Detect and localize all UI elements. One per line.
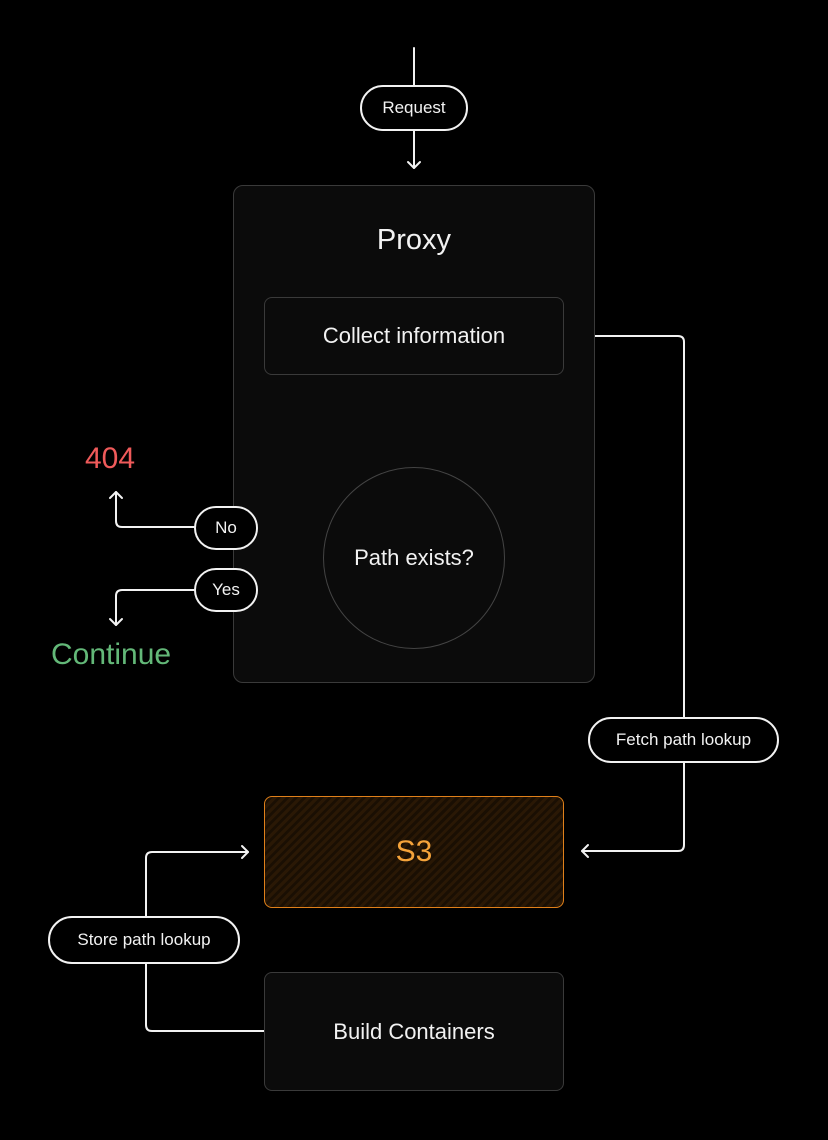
store-line [145, 851, 265, 1032]
s3-node: S3 [264, 796, 564, 908]
store-path-lookup-label: Store path lookup [77, 930, 211, 949]
path-exists-label: Path exists? [354, 545, 474, 570]
yes-label: Yes [212, 580, 240, 599]
build-containers-label: Build Containers [333, 1018, 495, 1044]
store-path-lookup-pill: Store path lookup [48, 916, 240, 964]
build-containers-node: Build Containers [264, 972, 564, 1091]
continue-outcome: Continue [51, 638, 172, 671]
not-found-outcome: 404 [85, 442, 136, 475]
proxy-title: Proxy [376, 224, 452, 256]
fetch-path-lookup-label: Fetch path lookup [615, 730, 752, 749]
no-label: No [215, 518, 237, 537]
yes-pill: Yes [194, 568, 258, 612]
request-pill: Request [360, 85, 468, 131]
collect-information-node: Collect information [264, 297, 564, 375]
fetch-line [564, 335, 685, 852]
store-arrowhead [241, 845, 249, 859]
s3-label: S3 [395, 835, 433, 868]
fetch-arrowhead [581, 844, 589, 858]
path-exists-decision: Path exists? [323, 467, 505, 649]
request-label: Request [382, 98, 446, 117]
request-to-proxy-arrowhead [407, 161, 421, 169]
yes-branch-arrowhead [109, 618, 123, 626]
collect-information-label: Collect information [322, 323, 506, 348]
no-pill: No [194, 506, 258, 550]
fetch-path-lookup-pill: Fetch path lookup [588, 717, 779, 763]
no-branch-arrowhead [109, 491, 123, 499]
